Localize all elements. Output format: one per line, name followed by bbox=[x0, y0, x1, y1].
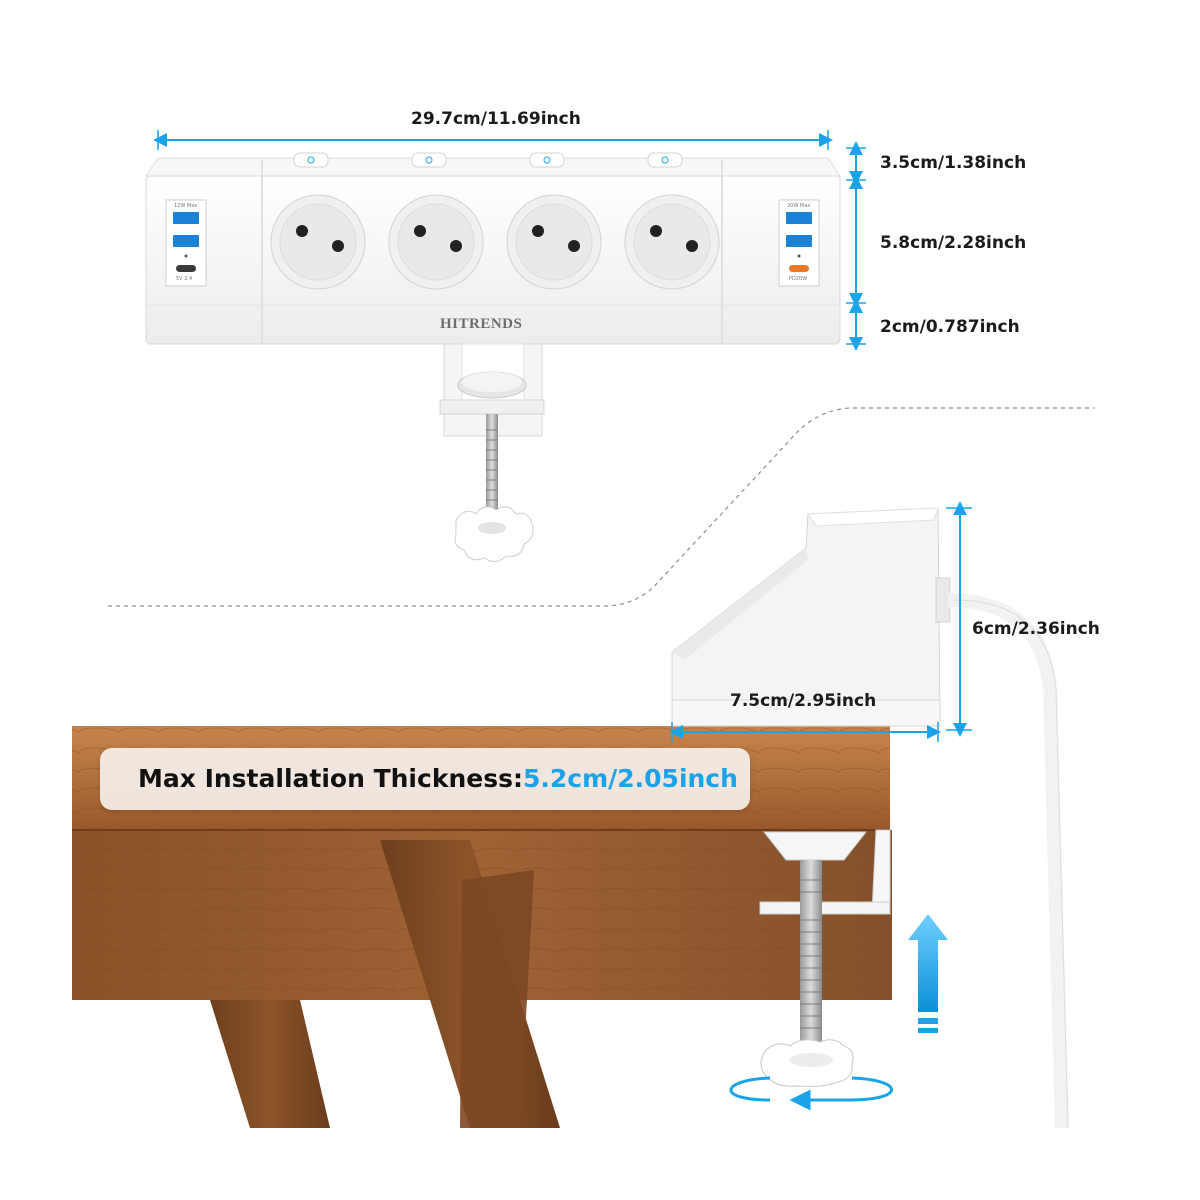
dimension-lines-top bbox=[153, 130, 866, 351]
base-height-dimension: 2cm/0.787inch bbox=[880, 317, 1020, 337]
max-thickness-value: 5.2cm/2.05inch bbox=[522, 764, 738, 793]
max-thickness-label: Max Installation Thickness: bbox=[138, 764, 523, 793]
usb-left-rating: 12W Max bbox=[174, 203, 198, 209]
socket-outlets bbox=[270, 194, 720, 290]
max-thickness-text: Max Installation Thickness:5.2cm/2.05inc… bbox=[138, 764, 738, 793]
usb-right-rating: 20W Max bbox=[787, 203, 811, 209]
rotation-arrow-icon bbox=[729, 1076, 893, 1111]
dimension-lines-side bbox=[669, 501, 972, 742]
usb-left-output: 5V 2.4 bbox=[176, 276, 193, 282]
usb-right-output: PD20W bbox=[789, 276, 808, 282]
power-strip-front bbox=[145, 152, 841, 562]
face-height-dimension: 5.8cm/2.28inch bbox=[880, 233, 1027, 253]
depth-dimension: 7.5cm/2.95inch bbox=[730, 691, 877, 711]
clamp-bottom bbox=[759, 829, 891, 1087]
usb-panel-right bbox=[778, 199, 820, 287]
max-thickness-banner: Max Installation Thickness:5.2cm/2.05inc… bbox=[100, 748, 750, 810]
power-strip-side bbox=[671, 507, 1069, 1129]
switch-buttons bbox=[293, 152, 683, 168]
brand-logo: HITRENDS bbox=[440, 316, 523, 332]
clamp-top bbox=[439, 343, 545, 562]
zoom-guide-lines bbox=[108, 407, 1095, 607]
top-height-dimension: 3.5cm/1.38inch bbox=[880, 153, 1027, 173]
side-height-dimension: 6cm/2.36inch bbox=[972, 619, 1100, 639]
usb-panel-left bbox=[165, 199, 207, 287]
up-arrow-icon bbox=[908, 914, 948, 1033]
length-dimension: 29.7cm/11.69inch bbox=[411, 109, 581, 129]
